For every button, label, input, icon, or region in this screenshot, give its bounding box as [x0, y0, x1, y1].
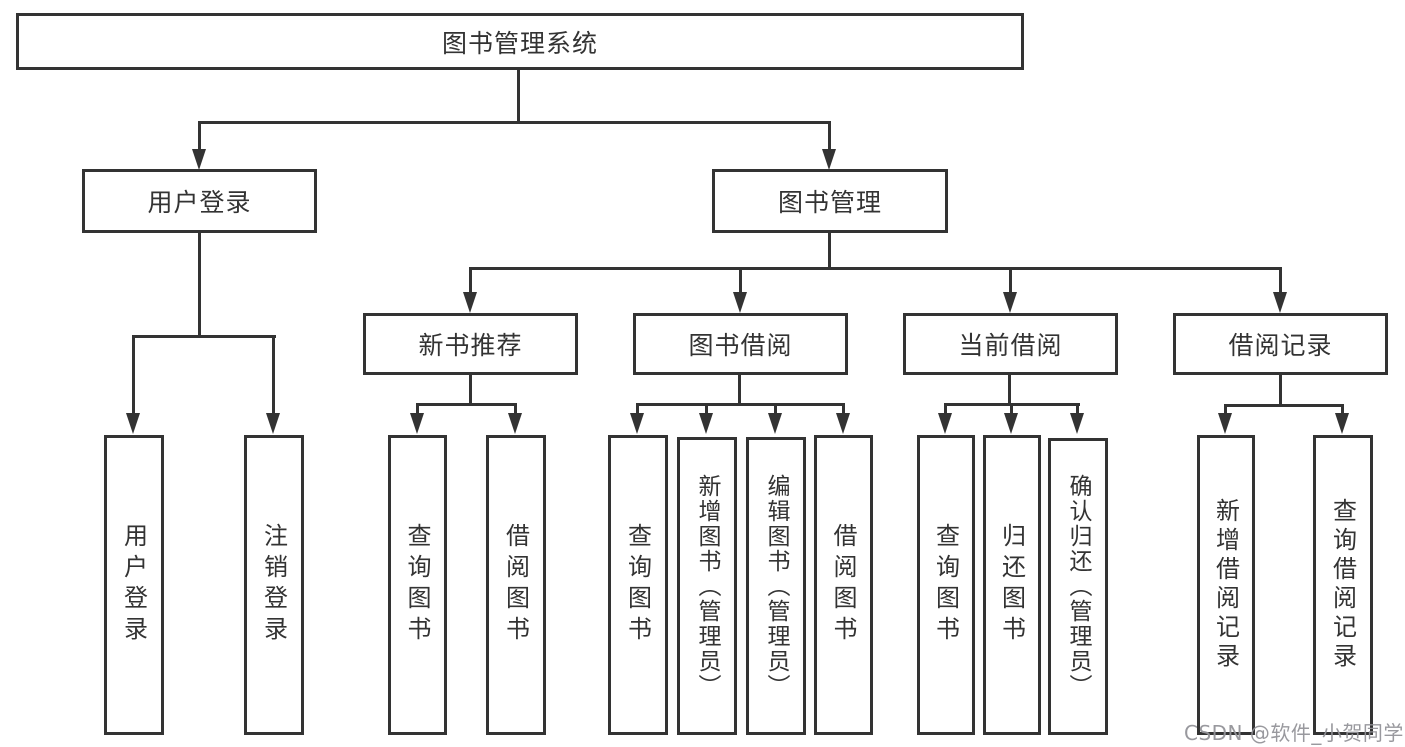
leaf-logout: 注销登录 — [244, 435, 304, 735]
leaf-user-login: 用户登录 — [104, 435, 164, 735]
arrow-records-add — [1218, 404, 1232, 434]
arrow-bookborrow-borrow — [836, 403, 850, 434]
leaf-newbooks-borrow-book: 借阅图书 — [486, 435, 546, 735]
node-root-library-system: 图书管理系统 — [16, 13, 1024, 70]
node-user-login: 用户登录 — [82, 169, 317, 233]
arrow-bookborrow-query — [630, 403, 644, 434]
leaf-bookborrow-add-book-admin: 新增图书（管理员） — [677, 437, 737, 735]
arrow-currentborrow-confirm — [1070, 403, 1084, 434]
connector-bookborrow-rail — [636, 403, 845, 406]
arrow-bookborrow-edit — [768, 403, 782, 434]
leaf-records-query-record: 查询借阅记录 — [1313, 435, 1373, 735]
leaf-records-add-record: 新增借阅记录 — [1197, 435, 1255, 735]
connector-user-stem — [198, 233, 201, 335]
leaf-currentborrow-return-book: 归还图书 — [983, 435, 1041, 735]
node-new-books: 新书推荐 — [363, 313, 578, 375]
leaf-bookborrow-edit-book-admin: 编辑图书（管理员） — [746, 437, 806, 735]
arrow-to-user-login — [192, 121, 206, 170]
arrow-to-leaf-logout — [266, 335, 280, 434]
node-borrow-records: 借阅记录 — [1173, 313, 1388, 375]
arrow-records-query — [1335, 404, 1349, 434]
connector-records-rail — [1224, 404, 1344, 407]
connector-mgmt-stem — [828, 233, 831, 267]
arrow-to-new-books — [463, 267, 477, 313]
connector-root-rail — [198, 121, 831, 124]
arrow-to-leaf-user-login — [126, 335, 140, 434]
connector-mgmt-rail — [469, 267, 1282, 270]
connector-currentborrow-stem — [1008, 375, 1011, 403]
leaf-currentborrow-confirm-return-admin: 确认归还（管理员） — [1048, 438, 1108, 735]
csdn-watermark: CSDN @软件_小贺同学 — [1184, 721, 1404, 745]
arrow-to-book-borrow — [733, 267, 747, 313]
connector-records-stem — [1279, 375, 1282, 404]
arrow-newbooks-borrow — [508, 403, 522, 434]
arrow-currentborrow-return — [1004, 403, 1018, 434]
leaf-currentborrow-query-book: 查询图书 — [917, 435, 975, 735]
arrow-to-borrow-records — [1273, 267, 1287, 313]
leaf-newbooks-query-book: 查询图书 — [388, 435, 447, 735]
connector-user-rail — [132, 335, 276, 338]
arrow-bookborrow-add — [699, 403, 713, 434]
node-current-borrow: 当前借阅 — [903, 313, 1118, 375]
node-book-borrow: 图书借阅 — [633, 313, 848, 375]
connector-root-stem — [517, 70, 520, 121]
connector-newbooks-stem — [469, 375, 472, 403]
node-book-mgmt: 图书管理 — [712, 169, 948, 233]
leaf-bookborrow-query-book: 查询图书 — [608, 435, 668, 735]
arrow-newbooks-query — [410, 403, 424, 434]
arrow-to-current-borrow — [1003, 267, 1017, 313]
connector-newbooks-rail — [416, 403, 517, 406]
leaf-bookborrow-borrow-book: 借阅图书 — [814, 435, 873, 735]
arrow-currentborrow-query — [938, 403, 952, 434]
arrow-to-book-mgmt — [822, 121, 836, 170]
connector-bookborrow-stem — [738, 375, 741, 403]
